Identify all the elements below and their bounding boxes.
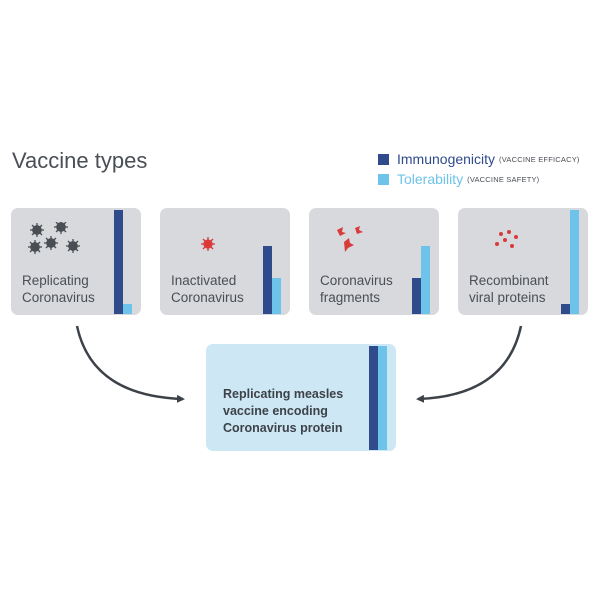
card-label-line: Coronavirus — [320, 273, 393, 288]
legend-item-immunogenicity: Immunogenicity (VACCINE EFFICACY) — [378, 149, 580, 169]
legend: Immunogenicity (VACCINE EFFICACY) Tolera… — [378, 149, 580, 189]
legend-item-tolerability: Tolerability (VACCINE SAFETY) — [378, 169, 580, 189]
bar-tolerability — [272, 278, 281, 314]
card-label: Replicating Coronavirus — [22, 272, 118, 306]
bar-tolerability — [378, 346, 387, 450]
card-replicating-coronavirus: Replicating Coronavirus — [11, 208, 141, 315]
single-virus-icon — [201, 237, 215, 251]
card-replicating-measles-vaccine: Replicating measles vaccine encoding Cor… — [206, 344, 396, 451]
card-coronavirus-fragments: Coronavirus fragments — [309, 208, 439, 315]
virus-fragments-icon — [337, 226, 363, 252]
card-label-line: Coronavirus — [171, 290, 244, 305]
center-label-line: Replicating measles — [223, 387, 344, 401]
center-label: Replicating measles vaccine encoding Cor… — [223, 386, 373, 437]
bar-tolerability — [570, 210, 579, 314]
card-inactivated-coronavirus: Inactivated Coronavirus — [160, 208, 290, 315]
card-label-line: fragments — [320, 290, 381, 305]
bar-immunogenicity — [369, 346, 378, 450]
card-label: Recombinant viral proteins — [469, 272, 565, 306]
legend-swatch-tolerability — [378, 173, 389, 185]
legend-sub-immunogenicity: (VACCINE EFFICACY) — [499, 154, 580, 164]
protein-dots-icon — [495, 230, 518, 248]
center-label-line: vaccine encoding — [223, 404, 328, 418]
bar-tolerability — [421, 246, 430, 314]
arrow-right — [416, 325, 523, 403]
bar-immunogenicity — [114, 210, 123, 314]
card-label-line: Replicating — [22, 273, 89, 288]
card-recombinant-viral-proteins: Recombinant viral proteins — [458, 208, 588, 315]
card-label-line: Inactivated — [171, 273, 237, 288]
legend-swatch-immunogenicity — [378, 153, 389, 165]
legend-label-tolerability: Tolerability — [397, 171, 464, 187]
card-label-line: Recombinant — [469, 273, 549, 288]
multiple-virus-icon — [28, 222, 80, 254]
card-label: Inactivated Coronavirus — [171, 272, 267, 306]
card-label: Coronavirus fragments — [320, 272, 416, 306]
center-label-line: Coronavirus protein — [223, 421, 343, 435]
page-title: Vaccine types — [12, 148, 148, 173]
legend-sub-tolerability: (VACCINE SAFETY) — [467, 174, 540, 184]
card-label-line: Coronavirus — [22, 290, 95, 305]
arrow-left — [75, 325, 185, 403]
bar-immunogenicity — [263, 246, 272, 314]
bar-tolerability — [123, 304, 132, 314]
bar-immunogenicity — [412, 278, 421, 314]
card-label-line: viral proteins — [469, 290, 546, 305]
bar-immunogenicity — [561, 304, 570, 314]
legend-label-immunogenicity: Immunogenicity — [397, 151, 496, 167]
